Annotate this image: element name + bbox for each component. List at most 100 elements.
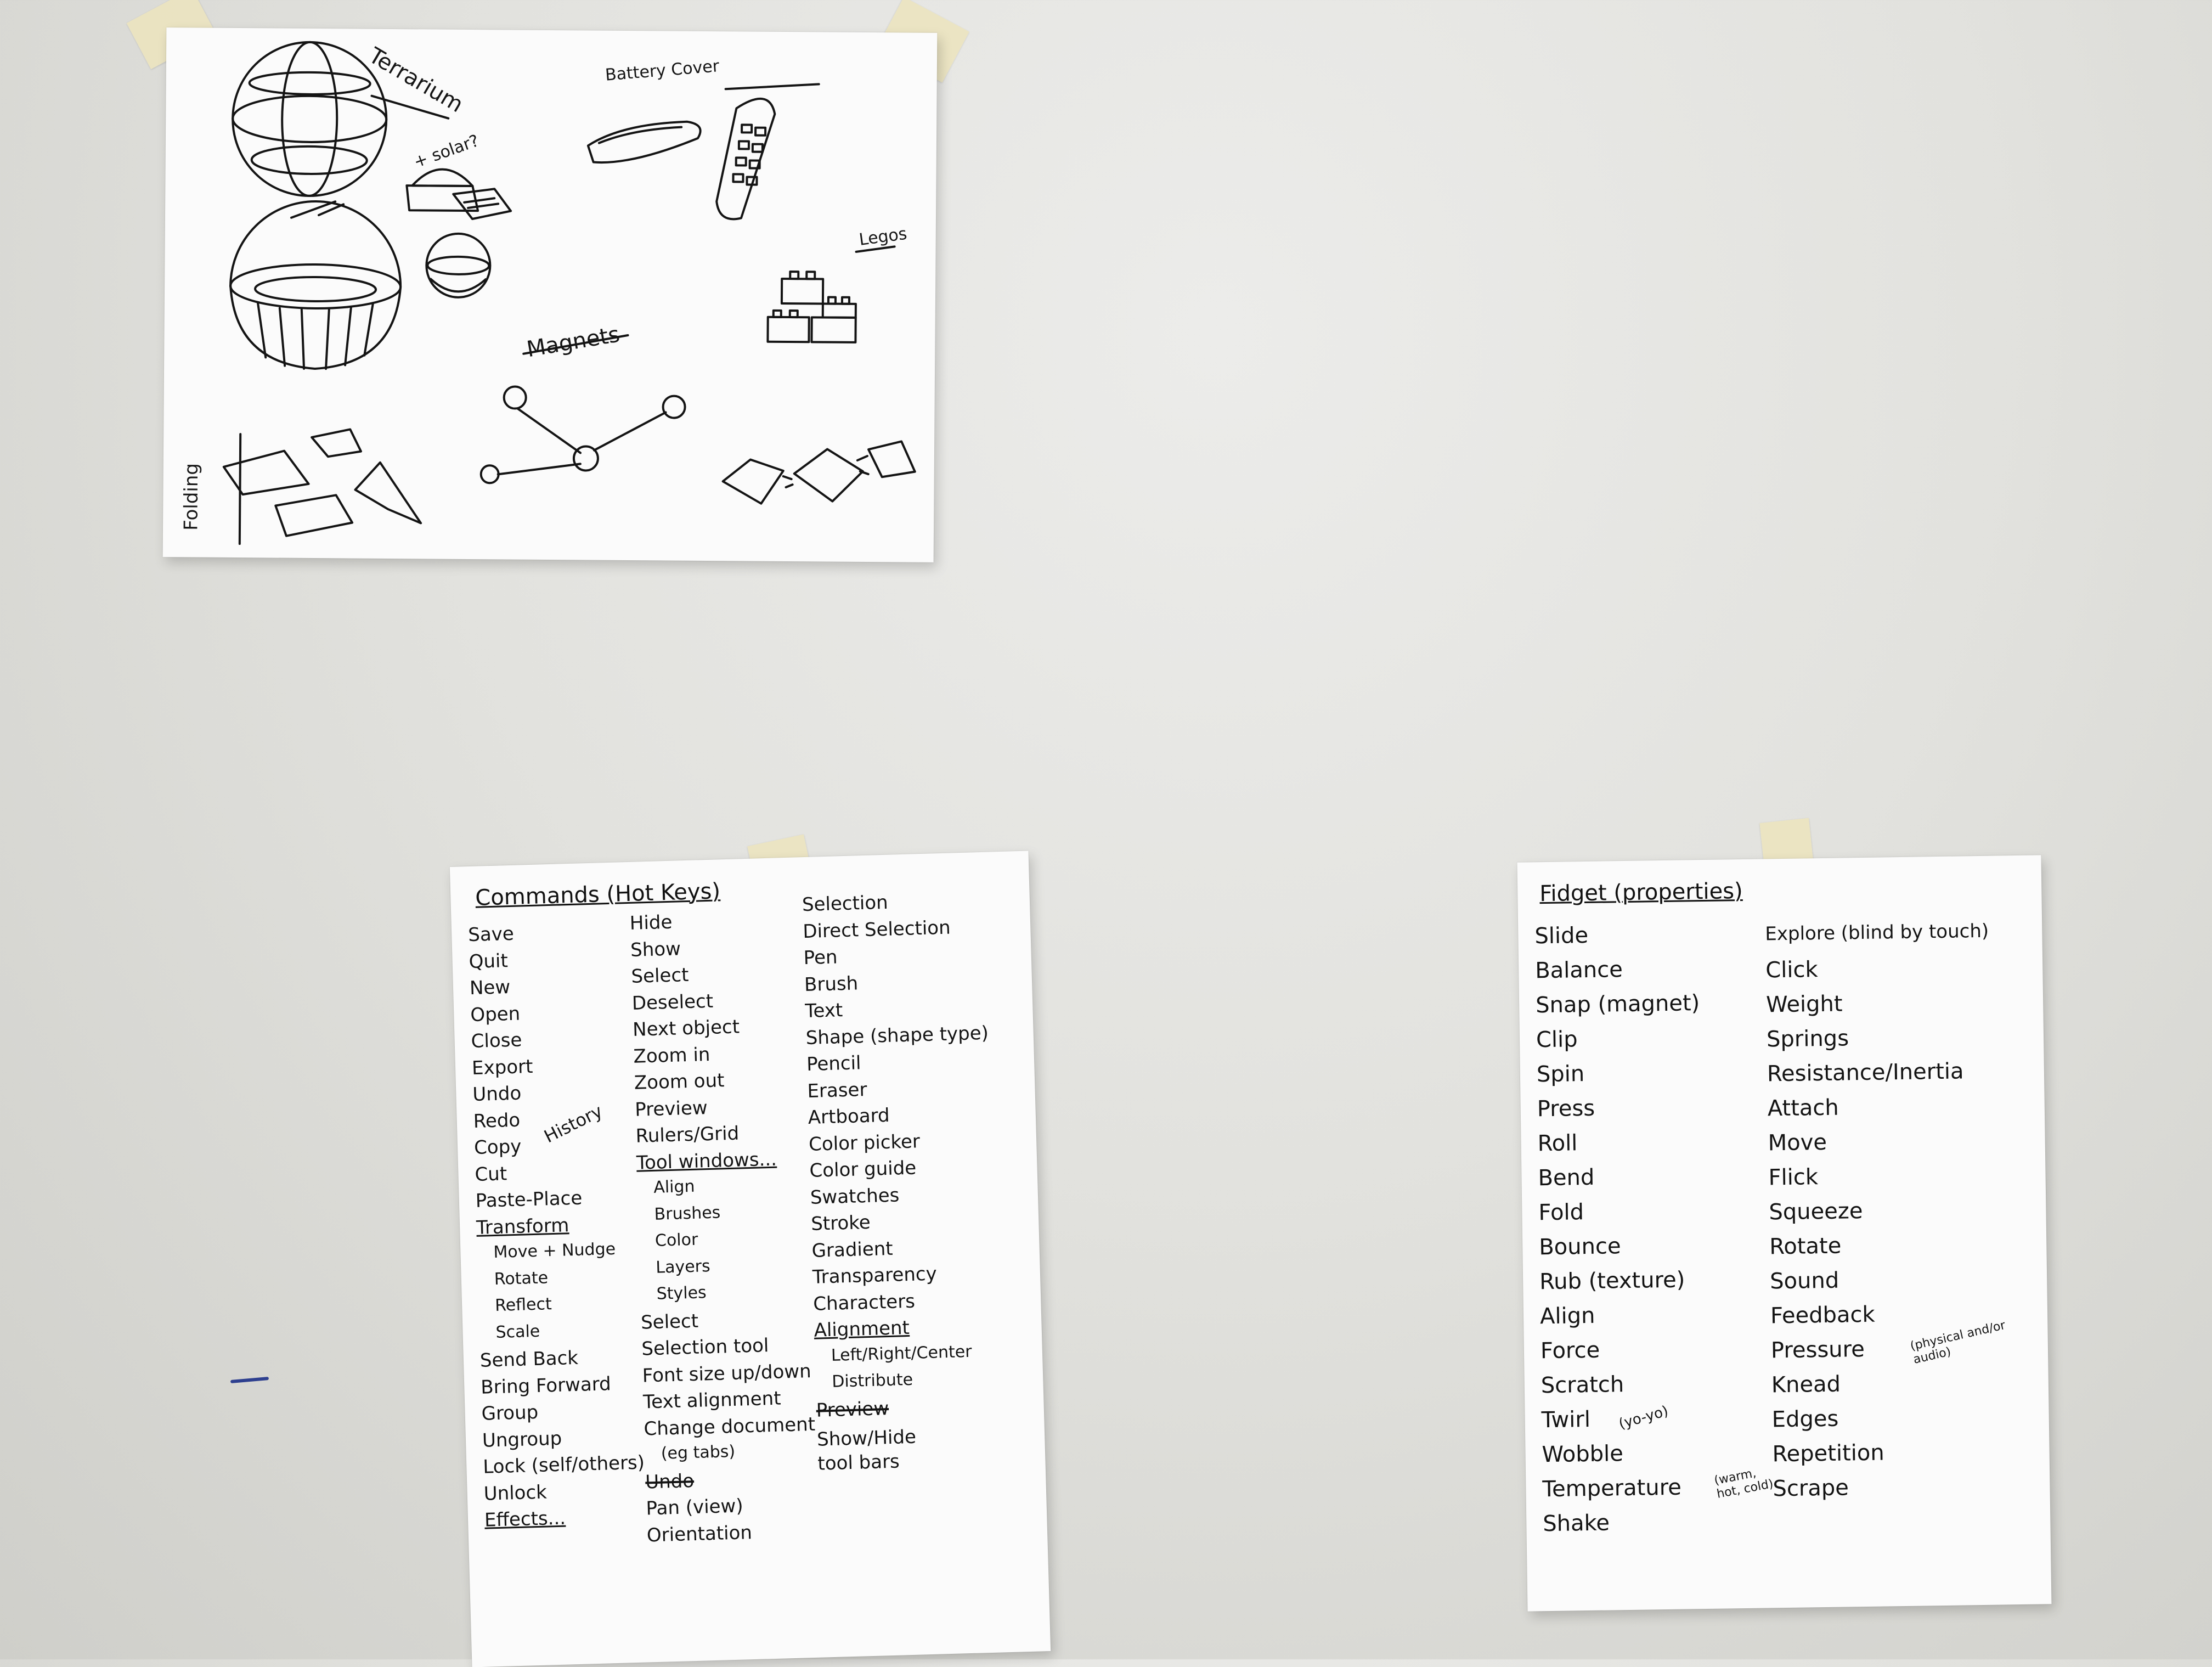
list-item: Unlock	[483, 1481, 548, 1505]
list-item: Bounce	[1538, 1234, 1621, 1260]
list-item: Press	[1537, 1095, 1595, 1122]
list-item: Quit	[469, 949, 509, 973]
list-item: Resistance/Inertia	[1767, 1058, 1964, 1087]
list-item: Group	[481, 1401, 539, 1425]
list-item: Next object	[632, 1016, 740, 1041]
commands-column-2: Hide Show Select Deselect Next object Zo…	[629, 909, 819, 1552]
list-item: Layers	[655, 1256, 711, 1277]
list-item: Squeeze	[1769, 1198, 1863, 1225]
dome-terrarium-sketch	[229, 200, 402, 370]
list-item: Weight	[1765, 991, 1843, 1018]
list-item: Rub (texture)	[1539, 1267, 1685, 1295]
list-item: Scale	[495, 1321, 540, 1342]
list-item: Move	[1768, 1129, 1827, 1156]
list-item: Align	[653, 1176, 696, 1197]
list-item: Click	[1765, 957, 1818, 983]
list-item: Clip	[1536, 1027, 1578, 1053]
list-item: Balance	[1534, 957, 1623, 984]
list-item: Spin	[1536, 1061, 1585, 1088]
fidget-sheet: Fidget (properties) Slide Balance Snap (…	[1517, 855, 2052, 1612]
list-item: Knead	[1771, 1371, 1841, 1398]
list-item: New	[469, 976, 511, 1000]
list-item: Bring Forward	[480, 1372, 612, 1399]
list-item: Change document	[644, 1413, 816, 1440]
magnets-sketch	[479, 385, 686, 485]
list-item: Paste-Place	[475, 1187, 583, 1212]
list-item: Rotate	[1769, 1233, 1842, 1260]
list-item: Temperature	[1542, 1474, 1682, 1502]
list-item: Repetition	[1772, 1440, 1884, 1467]
fidget-column-1: Slide Balance Snap (magnet) Clip Spin Pr…	[1534, 923, 1707, 1547]
list-item: Explore (blind by touch)	[1765, 920, 1989, 945]
change-document-note: (eg tabs)	[661, 1441, 736, 1463]
list-item: Snap (magnet)	[1535, 990, 1700, 1018]
battery-cover-underline	[724, 83, 820, 91]
legos-underline	[855, 245, 896, 253]
list-item: Undo	[472, 1082, 522, 1106]
terrarium-underline	[370, 94, 450, 120]
commands-title: Commands (Hot Keys)	[475, 878, 721, 911]
list-item: Close	[471, 1029, 522, 1053]
legos-sketch	[766, 271, 857, 343]
list-item: Bend	[1538, 1164, 1595, 1191]
list-item: Sound	[1769, 1268, 1839, 1294]
list-item: Cut	[474, 1162, 507, 1186]
list-item: Brushes	[654, 1202, 721, 1224]
list-item: Force	[1540, 1337, 1600, 1364]
commands-column-1: Save Quit New Open Close Export Undo Red…	[468, 921, 647, 1538]
temperature-note: (warm, hot, cold)	[1713, 1466, 1775, 1501]
list-item: Pan (view)	[646, 1495, 744, 1520]
solar-terrarium-sketch	[405, 168, 512, 221]
list-item: Select	[640, 1310, 699, 1334]
list-item: Orientation	[646, 1521, 753, 1546]
list-item: Zoom out	[634, 1069, 725, 1094]
list-item: Zoom in	[633, 1043, 710, 1068]
list-item: Move + Nudge	[493, 1239, 616, 1263]
list-item: Save	[467, 922, 515, 947]
effects-heading: Effects...	[484, 1507, 566, 1531]
list-item: Slide	[1534, 922, 1589, 949]
list-item: Preview	[634, 1096, 708, 1121]
list-item: Fold	[1538, 1199, 1584, 1226]
folding-label: Folding	[180, 463, 203, 531]
broken-cubes-sketch	[721, 440, 916, 505]
list-item: Scrape	[1773, 1475, 1849, 1502]
commands-column-3: Selection Direct Selection Pen Brush Tex…	[802, 891, 1001, 1476]
list-item: Deselect	[631, 990, 714, 1015]
list-item: Attach	[1767, 1095, 1839, 1122]
magnets-underline	[522, 334, 629, 355]
crossed-out-item: Undo	[645, 1469, 695, 1493]
list-item: Lock (self/others)	[482, 1451, 645, 1478]
list-item: Hide	[629, 911, 673, 934]
sketch-sheet: Terrarium + solar? Battery Cover Legos M…	[162, 27, 938, 562]
list-item: Scratch	[1541, 1372, 1624, 1399]
list-item: Color	[654, 1230, 698, 1251]
list-item: Export	[471, 1055, 533, 1079]
list-item: Show	[630, 937, 681, 961]
remote-sketch	[715, 97, 776, 221]
list-item: Rulers/Grid	[635, 1122, 740, 1147]
small-orb-sketch	[425, 232, 492, 299]
list-item: Open	[470, 1003, 521, 1026]
fidget-title: Fidget (properties)	[1539, 878, 1743, 907]
list-item: Shake	[1543, 1510, 1610, 1537]
battery-cover-sketch	[586, 120, 702, 164]
list-item: Font size up/down	[642, 1360, 812, 1387]
commands-sheet: Commands (Hot Keys) Save Quit New Open C…	[449, 851, 1051, 1667]
list-item: Send Back	[479, 1347, 579, 1372]
list-item: Wobble	[1542, 1441, 1624, 1468]
list-item: Reflect	[494, 1294, 552, 1316]
folding-sketch	[222, 428, 422, 545]
sketch-drawings	[222, 41, 916, 545]
show-hide-item: Show/Hide tool bars	[816, 1426, 917, 1475]
terrarium-sphere-sketch	[232, 41, 388, 197]
tool-windows-heading: Tool windows...	[636, 1148, 777, 1174]
list-item: Roll	[1537, 1130, 1578, 1157]
stray-pen-mark	[230, 1376, 269, 1384]
crossed-out-item: Preview	[816, 1397, 889, 1422]
list-item: Select	[630, 964, 689, 988]
list-item: Align	[1539, 1303, 1595, 1330]
list-item: Springs	[1766, 1026, 1849, 1052]
fidget-column-2: Explore (blind by touch) Click Weight Sp…	[1765, 920, 1997, 1513]
list-item: Styles	[656, 1283, 707, 1304]
